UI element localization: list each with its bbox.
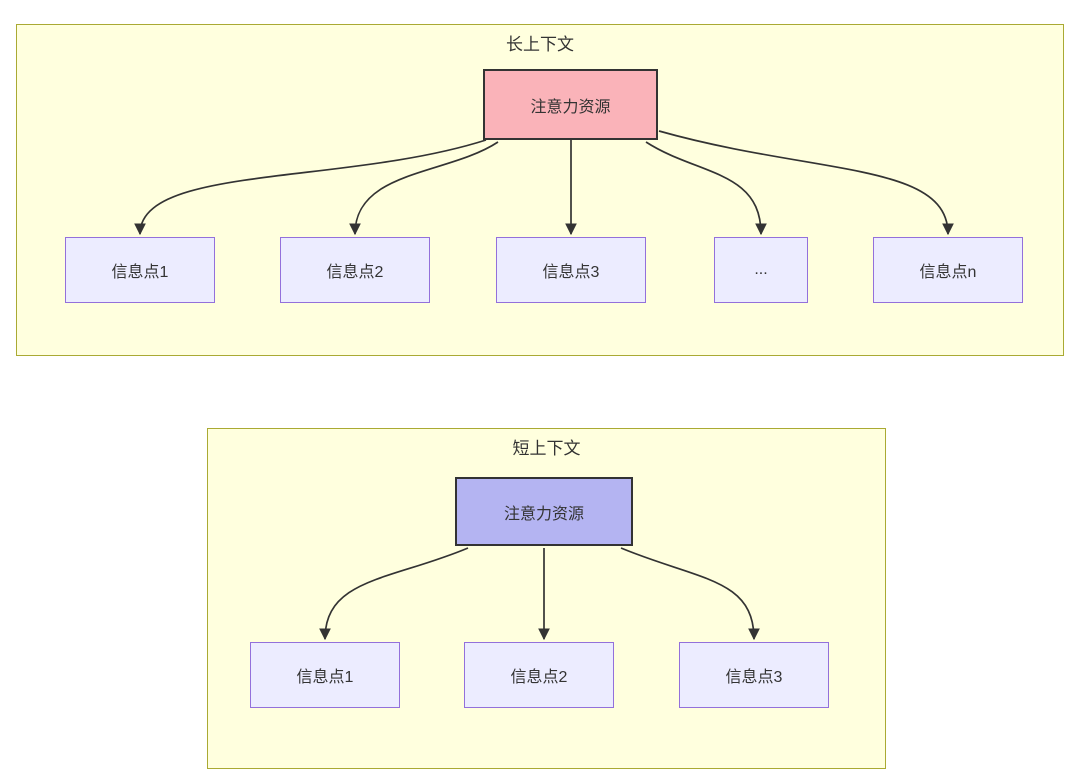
node-short-info-2: 信息点2: [464, 642, 614, 708]
node-long-info-3: 信息点3: [496, 237, 646, 303]
node-short-info-3: 信息点3: [679, 642, 829, 708]
node-long-info-ellipsis: ...: [714, 237, 808, 303]
node-long-info-1: 信息点1: [65, 237, 215, 303]
node-long-info-2: 信息点2: [280, 237, 430, 303]
node-short-info-1: 信息点1: [250, 642, 400, 708]
node-long-info-n: 信息点n: [873, 237, 1023, 303]
cluster-long-title: 长上下文: [506, 35, 574, 54]
node-short-attention-resource: 注意力资源: [455, 477, 633, 546]
cluster-short-title: 短上下文: [512, 439, 581, 458]
node-long-attention-resource: 注意力资源: [483, 69, 658, 140]
